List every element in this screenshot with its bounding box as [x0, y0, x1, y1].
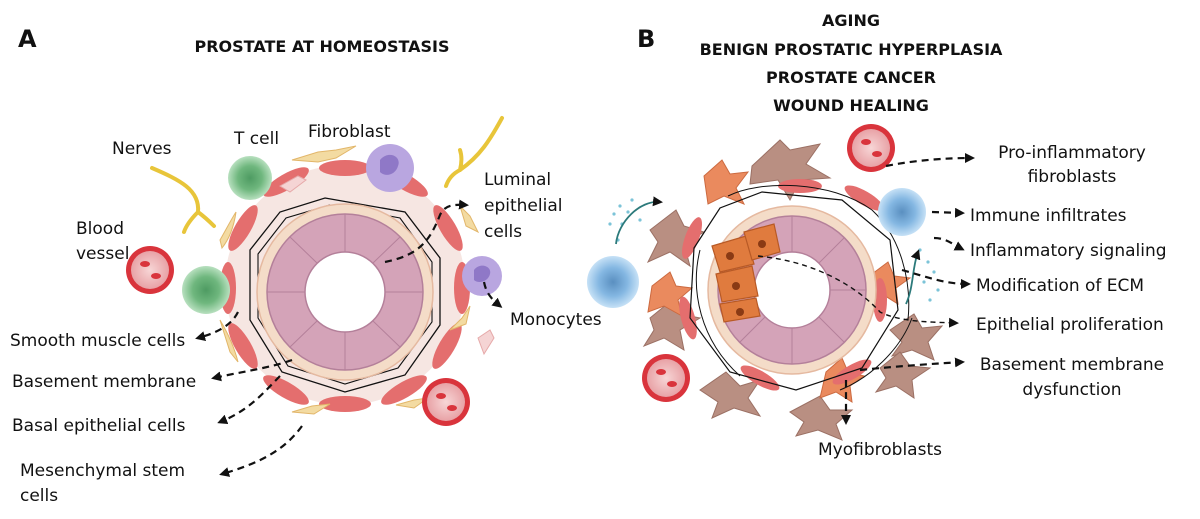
- panel-b-title-2: BENIGN PROSTATIC HYPERPLASIA: [700, 40, 1003, 59]
- monocyte-icon: [366, 144, 502, 296]
- label-blood-2: vessel: [76, 244, 129, 264]
- panel-b-arrows: [757, 153, 975, 425]
- panel-b-title-4: WOUND HEALING: [773, 96, 929, 115]
- arrow-bm-dysfunction: [859, 357, 965, 372]
- nerve-icon: [444, 116, 504, 188]
- panel-b-title-1: AGING: [822, 11, 880, 30]
- label-bm-dysfunction-2: dysfunction: [1022, 380, 1121, 400]
- arrow-immune-signal: [905, 249, 921, 305]
- label-pro-inflammatory-1: Pro-inflammatory: [998, 143, 1146, 163]
- arrow-ecm: [901, 268, 971, 289]
- label-nerves: Nerves: [112, 139, 172, 159]
- arrow-immune-infiltrates: [931, 207, 965, 218]
- basement-membrane-line: [249, 197, 441, 393]
- arrow-luminal: [384, 199, 469, 264]
- label-t-cell: T cell: [233, 129, 279, 149]
- arrow-basement-membrane: [211, 358, 293, 382]
- panel-a-letter: A: [18, 25, 37, 53]
- label-pro-inflammatory-2: fibroblasts: [1028, 167, 1117, 187]
- fibroblast-icon: [279, 175, 495, 356]
- panel-a-title: PROSTATE AT HOMEOSTASIS: [194, 37, 449, 56]
- gland-icon: [220, 160, 470, 412]
- label-inflammatory-signaling: Inflammatory signaling: [970, 241, 1167, 261]
- panel-b-letter: B: [637, 25, 655, 53]
- blood-vessel-icon: [126, 246, 470, 426]
- label-bm-dysfunction-1: Basement membrane: [980, 355, 1164, 375]
- blood-vessel-icon-b: [642, 124, 895, 402]
- immune-cell-icon: [587, 188, 926, 308]
- label-blood-1: Blood: [76, 219, 124, 239]
- arrow-immune-migration: [615, 196, 663, 245]
- cancer-cell-icon: [711, 223, 781, 323]
- nerve-icon: [150, 166, 216, 234]
- label-basement-membrane: Basement membrane: [12, 372, 196, 392]
- arrow-msc: [219, 425, 303, 477]
- label-basal-epithelial: Basal epithelial cells: [12, 416, 186, 436]
- label-smooth-muscle: Smooth muscle cells: [10, 331, 185, 351]
- label-epithelial-proliferation: Epithelial proliferation: [976, 315, 1164, 335]
- arrow-basal-epithelial: [217, 375, 281, 425]
- label-monocytes: Monocytes: [510, 310, 602, 330]
- arrow-inflammatory-signaling: [933, 236, 965, 251]
- label-fibroblast: Fibroblast: [308, 122, 391, 142]
- fibroblast-icon: [219, 145, 480, 415]
- label-immune-infiltrates: Immune infiltrates: [970, 206, 1127, 226]
- label-luminal-1: Luminal: [484, 170, 551, 190]
- label-msc-2: cells: [20, 486, 58, 506]
- label-msc-1: Mesenchymal stem: [20, 461, 185, 481]
- panel-a-arrows: [195, 199, 503, 477]
- gland-lumen: [304, 251, 386, 333]
- label-ecm: Modification of ECM: [976, 276, 1144, 296]
- arrow-epithelial-proliferation: [757, 255, 959, 328]
- smooth-muscle-ring-b: [679, 179, 887, 391]
- label-luminal-3: cells: [484, 222, 522, 242]
- t-cell-icon: [182, 156, 272, 314]
- panel-b-title-3: PROSTATE CANCER: [766, 68, 936, 87]
- label-luminal-2: epithelial: [484, 196, 562, 216]
- arrow-monocytes: [482, 281, 503, 308]
- label-myofibroblasts: Myofibroblasts: [818, 440, 942, 460]
- myofibroblast-icon: [642, 139, 944, 441]
- arrow-pro-inflammatory: [885, 153, 975, 168]
- arrow-smooth-muscle: [195, 311, 239, 341]
